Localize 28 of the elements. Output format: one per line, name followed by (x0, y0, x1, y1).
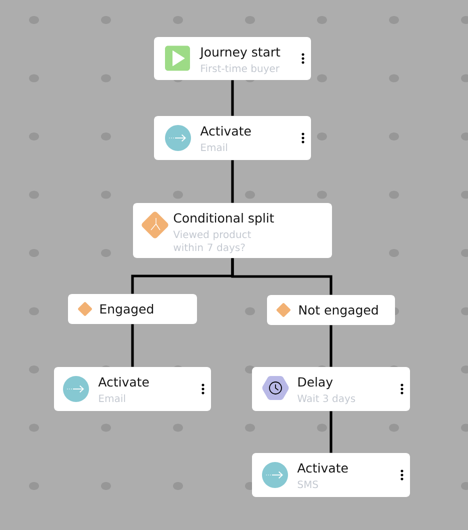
connector-line (330, 411, 332, 453)
step-title: Conditional split (174, 213, 274, 226)
step-card (252, 453, 410, 497)
step-subtitle: Email (201, 143, 227, 152)
branch-label: Engaged (100, 304, 154, 316)
step-subtitle: Wait 3 days (298, 394, 356, 404)
step-subtitle: SMS (298, 480, 318, 488)
step-subtitle: First-time buyer (201, 64, 280, 74)
step-subtitle: Email (99, 394, 125, 402)
connector-line (231, 80, 234, 116)
step-card (54, 367, 211, 411)
step-title: Activate (200, 126, 251, 136)
step-title: Activate (98, 377, 149, 387)
connector-line (330, 325, 332, 367)
connector-line (131, 324, 134, 367)
step-title: Journey start (200, 47, 280, 60)
step-title: Activate (297, 463, 348, 473)
step-title: Delay (298, 377, 333, 390)
step-card (154, 116, 311, 160)
branch-label: Not engaged (299, 305, 378, 318)
branch-card (267, 295, 395, 325)
connector-line (231, 160, 234, 203)
connector-line (231, 258, 332, 295)
step-card (133, 203, 332, 258)
step-card (154, 37, 311, 80)
step-subtitle: Viewed product within 7 days? (173, 230, 251, 254)
step-card (252, 367, 410, 411)
branch-card (68, 294, 197, 324)
